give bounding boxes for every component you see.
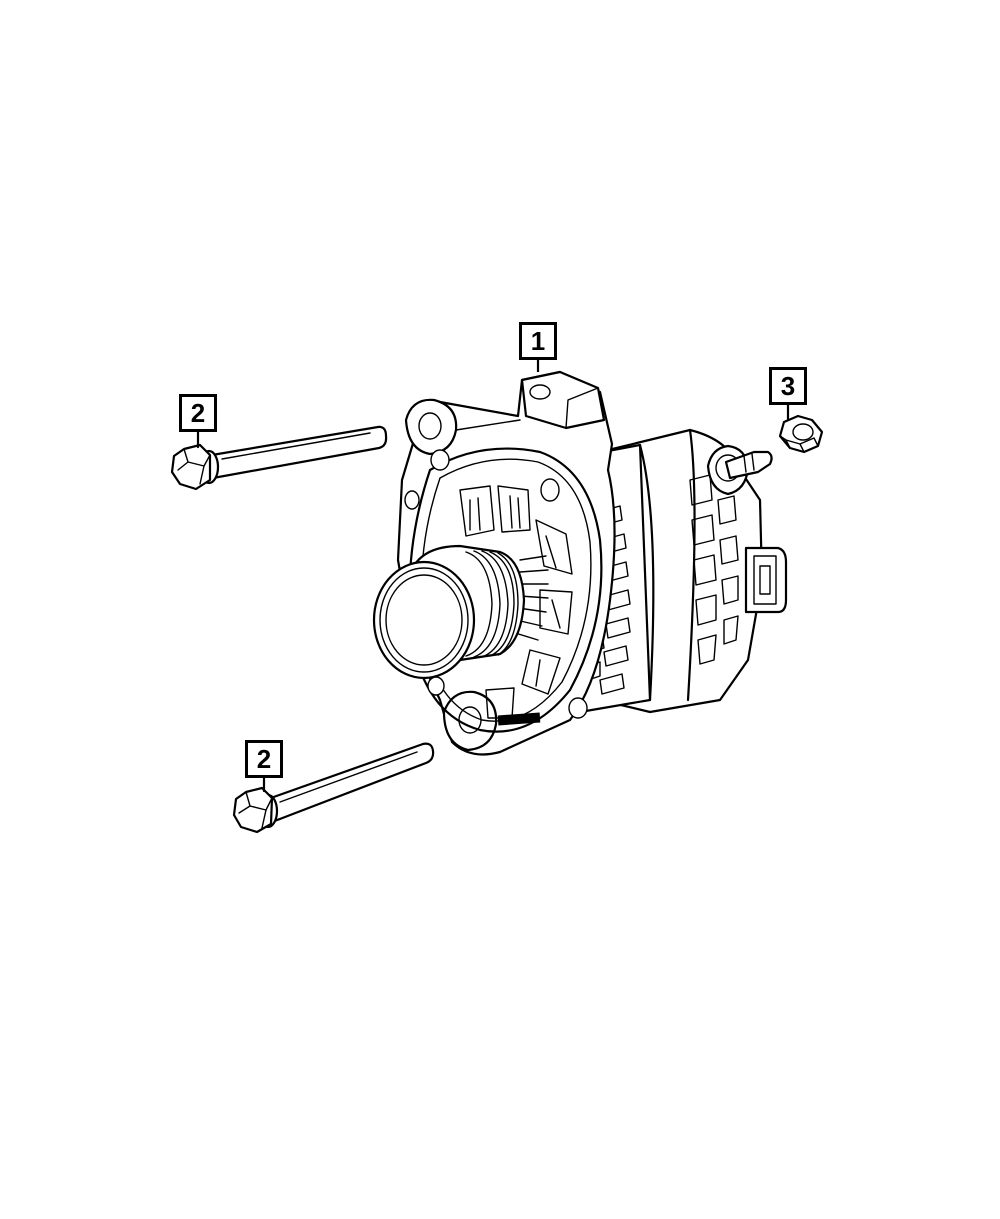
callout-2-upper: 2 (179, 394, 217, 432)
callout-1: 1 (519, 322, 557, 360)
callout-3: 3 (769, 367, 807, 405)
upper-bolt (170, 425, 388, 491)
alternator (372, 370, 788, 756)
pulley (372, 544, 526, 680)
terminal-nut (778, 414, 824, 454)
lower-bolt (232, 742, 435, 834)
callout-2-lower: 2 (245, 740, 283, 778)
